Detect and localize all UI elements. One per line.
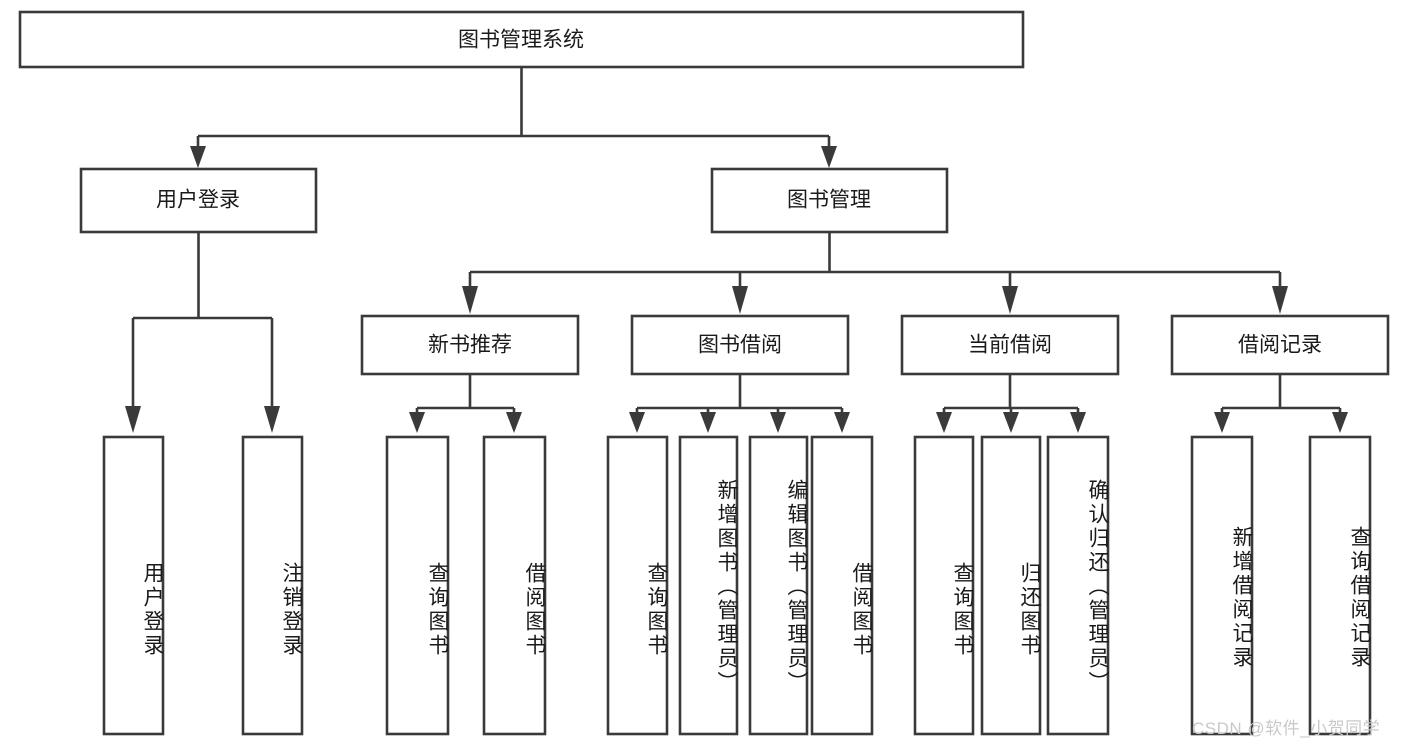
node-book-borrow-box[interactable] xyxy=(630,314,850,376)
leaf-box-confirm-return[interactable] xyxy=(1046,435,1110,736)
leaf-box-add-borrow-record[interactable] xyxy=(1190,435,1254,736)
leaf-box-query-book-borrow[interactable] xyxy=(606,435,669,736)
leaf-box-borrow-book[interactable] xyxy=(810,435,874,736)
connector-group-current-borrow xyxy=(936,374,1086,433)
arrow-to-borrow-record xyxy=(1272,286,1288,314)
connector-group-user-login xyxy=(125,232,280,433)
arrow-root-to-book-management xyxy=(821,146,837,168)
leaf-box-user-logout[interactable] xyxy=(241,435,304,736)
leaf-box-edit-book[interactable] xyxy=(748,435,809,736)
arrow-to-leaf-add-borrow-record xyxy=(1214,412,1230,433)
node-current-borrow-box[interactable] xyxy=(900,314,1120,376)
leaf-box-borrow-book-rec[interactable] xyxy=(482,435,547,736)
connector-group-root xyxy=(190,67,837,168)
node-book-management-box[interactable] xyxy=(710,167,949,234)
leaf-box-query-book-rec[interactable] xyxy=(385,435,450,736)
node-root[interactable]: 图书管理系统 xyxy=(18,10,1025,69)
node-book-borrow-label: 图书借阅 xyxy=(698,334,782,357)
arrow-to-new-book-recommend xyxy=(462,286,478,314)
leaf-box-add-book[interactable] xyxy=(678,435,739,736)
node-borrow-record[interactable]: 借阅记录 xyxy=(1170,314,1390,376)
node-current-borrow-label: 当前借阅 xyxy=(968,334,1052,357)
leaf-box-return-book[interactable] xyxy=(980,435,1042,736)
arrow-root-to-user-login xyxy=(190,146,206,168)
leaf-box-query-borrow-record[interactable] xyxy=(1308,435,1372,736)
leaf-box-user-login[interactable] xyxy=(102,435,165,736)
node-book-borrow[interactable]: 图书借阅 xyxy=(630,314,850,376)
node-borrow-record-label: 借阅记录 xyxy=(1238,334,1322,357)
node-user-login-label: 用户登录 xyxy=(156,189,240,212)
node-borrow-record-box[interactable] xyxy=(1170,314,1390,376)
arrow-to-leaf-borrow-book xyxy=(834,412,850,433)
node-root-box[interactable] xyxy=(18,10,1025,69)
node-root-label: 图书管理系统 xyxy=(458,29,584,52)
arrow-to-leaf-borrow-book-rec xyxy=(506,412,522,433)
arrow-to-book-borrow xyxy=(732,286,748,314)
arrow-to-leaf-query-book-rec xyxy=(409,412,425,433)
arrow-to-leaf-query-book-current xyxy=(936,412,952,433)
arrow-to-leaf-user-login xyxy=(125,406,141,433)
arrow-to-leaf-return-book xyxy=(1003,412,1019,433)
connector-group-book-management xyxy=(462,232,1288,314)
node-current-borrow[interactable]: 当前借阅 xyxy=(900,314,1120,376)
node-user-login[interactable]: 用户登录 xyxy=(79,167,318,234)
arrow-to-leaf-edit-book xyxy=(770,412,786,433)
connector-group-book-borrow xyxy=(629,374,850,433)
node-user-login-box[interactable] xyxy=(79,167,318,234)
arrow-to-leaf-query-book-borrow xyxy=(629,412,645,433)
connector-group-new-book-recommend xyxy=(409,374,522,433)
arrow-to-current-borrow xyxy=(1002,286,1018,314)
connector-group-borrow-record xyxy=(1214,374,1348,433)
leaf-boxes xyxy=(102,435,1372,736)
leaf-box-query-book-current[interactable] xyxy=(913,435,975,736)
csdn-watermark: CSDN @软件_小贺同学 xyxy=(1192,719,1381,738)
arrow-to-leaf-query-borrow-record xyxy=(1332,412,1348,433)
arrow-to-leaf-add-book xyxy=(700,412,716,433)
arrow-to-leaf-user-logout xyxy=(264,406,280,433)
node-new-book-recommend-box[interactable] xyxy=(360,314,580,376)
node-new-book-recommend-label: 新书推荐 xyxy=(428,334,512,357)
node-new-book-recommend[interactable]: 新书推荐 xyxy=(360,314,580,376)
node-book-management-label: 图书管理 xyxy=(787,189,871,212)
arrow-to-leaf-confirm-return xyxy=(1070,412,1086,433)
node-book-management[interactable]: 图书管理 xyxy=(710,167,949,234)
